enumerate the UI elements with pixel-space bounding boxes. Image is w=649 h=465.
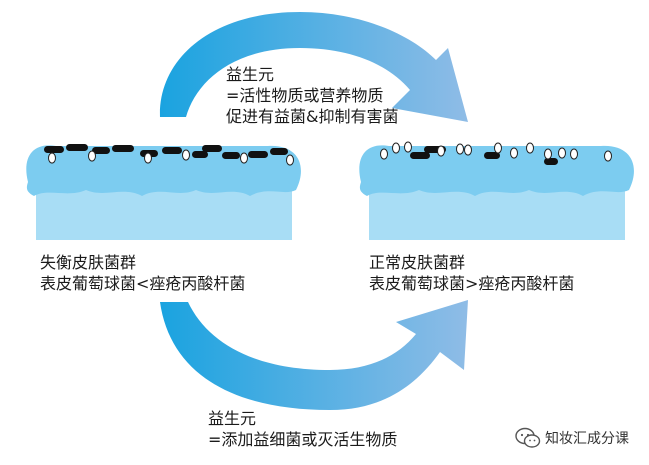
right-caption-line-1: 正常皮肤菌群 (369, 253, 466, 272)
bottom-arrow-caption: 益生元 =添加益细菌或灭活生物质 (208, 408, 397, 450)
right-caption-line-2: 表皮葡萄球菌>痤疮丙酸杆菌 (369, 274, 575, 293)
bottom-caption-line-2: =添加益细菌或灭活生物质 (208, 430, 398, 449)
dark-bacterium (92, 147, 110, 154)
bottom-arrow (160, 300, 468, 410)
top-caption-line-1: 益生元 (226, 65, 275, 84)
light-bacterium (286, 154, 294, 166)
dark-bacterium (484, 152, 500, 159)
light-bacterium (240, 152, 248, 164)
dark-bacterium (410, 152, 430, 159)
light-bacterium (570, 148, 578, 160)
light-bacterium (380, 148, 388, 160)
light-bacterium (494, 142, 502, 154)
dark-bacterium (66, 144, 88, 151)
light-bacterium (48, 152, 56, 164)
top-caption-line-2: =活性物质或营养物质 (226, 86, 384, 105)
light-bacterium (144, 152, 152, 164)
left-skin-tissue (26, 145, 301, 240)
left-caption-line-1: 失衡皮肤菌群 (40, 253, 137, 272)
left-bacteria-group (44, 144, 294, 166)
light-bacterium (392, 142, 400, 154)
right-skin-tissue (359, 145, 634, 240)
light-bacterium (510, 147, 518, 159)
dark-bacterium (544, 158, 558, 165)
dark-bacterium (192, 151, 208, 158)
light-bacterium (558, 147, 566, 159)
top-arrow (159, 12, 468, 122)
top-caption-line-3: 促进有益菌&抑制有害菌 (226, 107, 399, 126)
dark-bacterium (44, 146, 64, 153)
left-caption-line-2: 表皮葡萄球菌<痤疮丙酸杆菌 (40, 274, 246, 293)
light-bacterium (604, 150, 612, 162)
right-bacteria-group (380, 141, 612, 165)
watermark: 知妆汇成分课 (515, 425, 629, 451)
top-arrow-caption: 益生元 =活性物质或营养物质 促进有益菌&抑制有害菌 (226, 64, 398, 127)
light-bacterium (437, 145, 445, 157)
light-bacterium (456, 143, 464, 155)
dark-bacterium (112, 145, 134, 152)
bottom-caption-line-1: 益生元 (208, 409, 257, 428)
wechat-icon (515, 427, 541, 448)
watermark-text: 知妆汇成分课 (545, 431, 629, 447)
dark-bacterium (162, 147, 182, 154)
right-panel-caption: 正常皮肤菌群 表皮葡萄球菌>痤疮丙酸杆菌 (369, 252, 574, 294)
light-bacterium (464, 144, 472, 156)
dark-bacterium (222, 152, 240, 159)
light-bacterium (182, 149, 190, 161)
dark-bacterium (270, 148, 288, 155)
left-panel-caption: 失衡皮肤菌群 表皮葡萄球菌<痤疮丙酸杆菌 (40, 252, 245, 294)
light-bacterium (404, 141, 412, 153)
dark-bacterium (248, 151, 268, 158)
dark-bacterium (202, 145, 222, 152)
light-bacterium (544, 148, 552, 160)
light-bacterium (526, 142, 534, 154)
light-bacterium (88, 150, 96, 162)
